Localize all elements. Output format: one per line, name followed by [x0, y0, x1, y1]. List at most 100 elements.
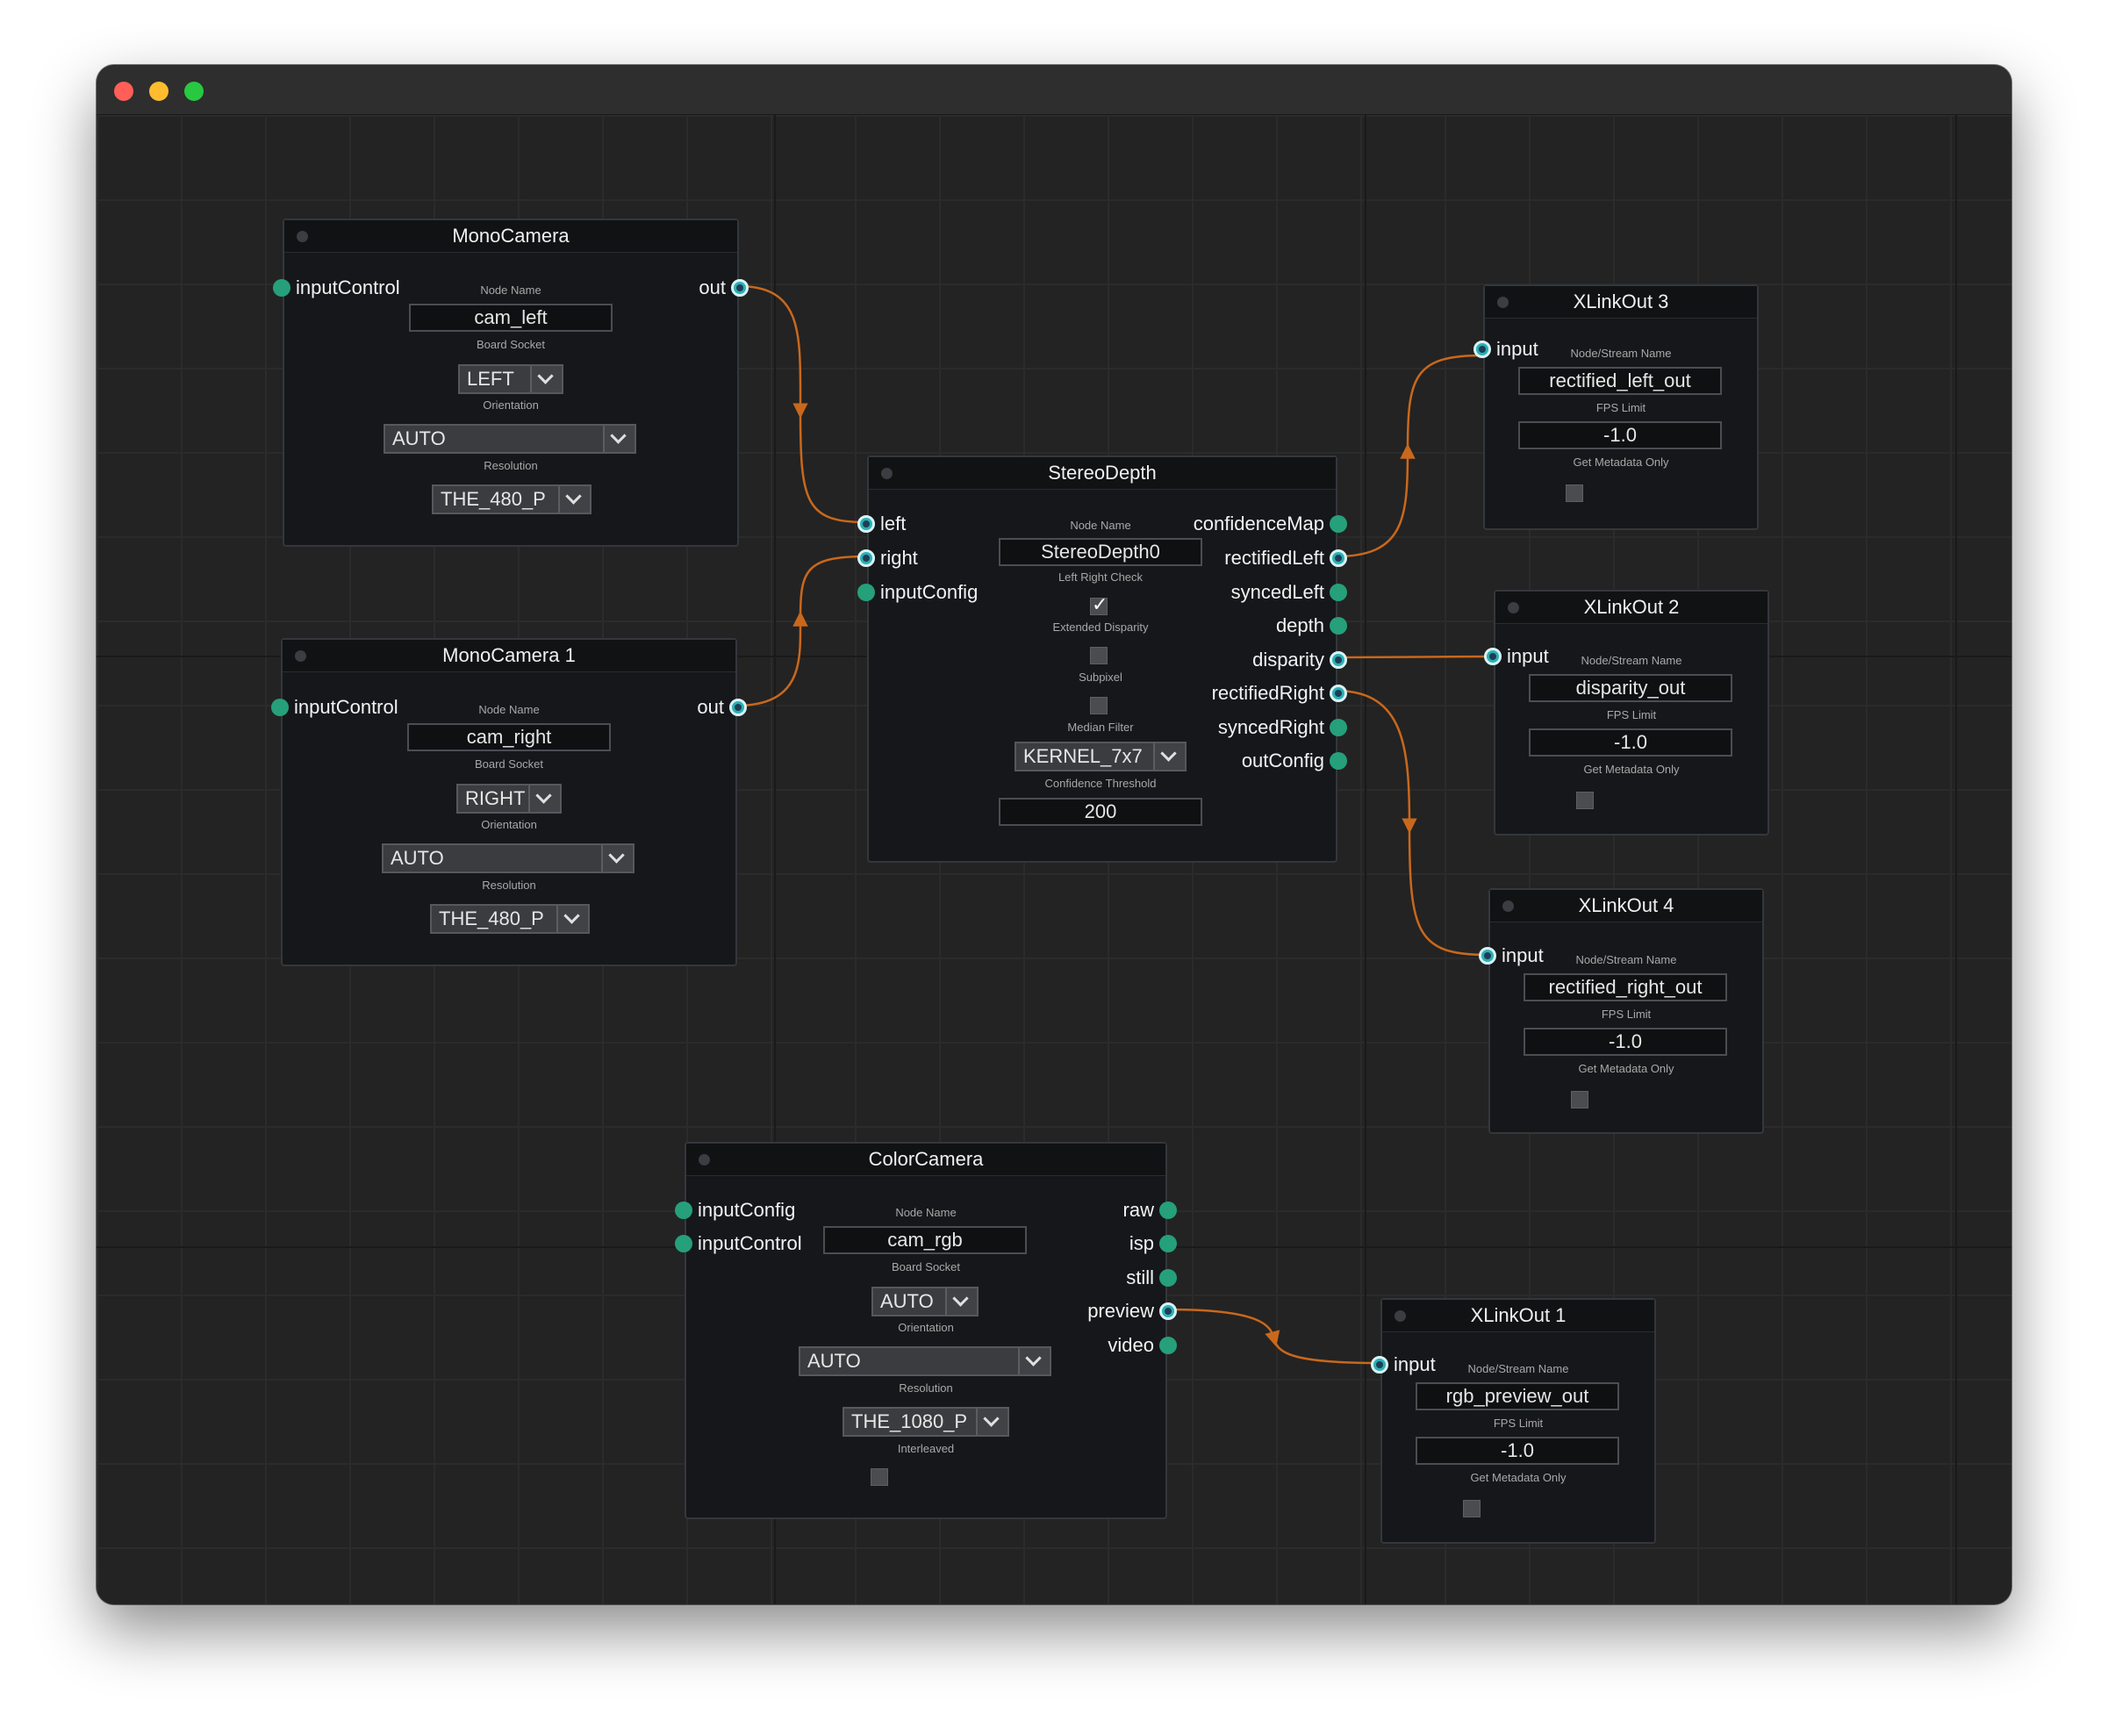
pin-circle[interactable]	[1484, 648, 1502, 665]
pin-synced-right[interactable]: syncedRight	[1218, 714, 1347, 741]
chevron-down-icon[interactable]	[558, 486, 590, 513]
pin-right[interactable]: right	[857, 545, 918, 571]
node-name-field[interactable]: cam_left	[409, 304, 613, 332]
subpixel-checkbox[interactable]	[1090, 697, 1108, 714]
pin-input[interactable]: input	[1371, 1352, 1436, 1378]
link-monocamera1-out-to-stereo-right[interactable]	[735, 555, 866, 707]
link-monocamera-out-to-stereo-left[interactable]	[737, 284, 866, 524]
get-metadata-only-checkbox[interactable]	[1463, 1500, 1481, 1517]
chevron-down-icon[interactable]	[528, 786, 560, 812]
pin-circle[interactable]	[857, 549, 875, 567]
pin-circle[interactable]	[1479, 947, 1496, 965]
pin-circle[interactable]	[1159, 1337, 1177, 1354]
node-name-field[interactable]: cam_right	[407, 723, 611, 751]
stream-name-field[interactable]: disparity_out	[1529, 674, 1732, 702]
pin-raw[interactable]: raw	[1123, 1197, 1177, 1223]
node-colorcamera[interactable]: ColorCamera inputConfig inputControl raw…	[675, 1142, 1177, 1519]
pin-circle[interactable]	[271, 699, 289, 716]
pin-circle[interactable]	[857, 515, 875, 533]
link-rectifiedright-to-xlinkout4[interactable]	[1335, 689, 1488, 957]
chevron-down-icon[interactable]	[603, 426, 635, 452]
orientation-select[interactable]: AUTO	[799, 1346, 1051, 1376]
node-monocamera-left[interactable]: MonoCamera inputControl out Node Name ca…	[273, 219, 749, 547]
pin-input[interactable]: input	[1479, 943, 1544, 969]
pin-circle[interactable]	[1159, 1235, 1177, 1252]
pin-circle[interactable]	[675, 1235, 692, 1252]
node-xlinkout-4[interactable]: XLinkOut 4 input Node/Stream Name rectif…	[1479, 888, 1764, 1134]
node-xlinkout-1[interactable]: XLinkOut 1 input Node/Stream Name rgb_pr…	[1371, 1298, 1656, 1544]
orientation-select[interactable]: AUTO	[384, 424, 636, 454]
pin-preview[interactable]: preview	[1087, 1298, 1177, 1324]
pin-confidence-map[interactable]: confidenceMap	[1194, 511, 1347, 537]
pin-circle[interactable]	[1330, 685, 1347, 702]
node-header[interactable]: XLinkOut 1	[1382, 1300, 1654, 1332]
node-monocamera-right[interactable]: MonoCamera 1 inputControl out Node Name …	[271, 638, 747, 966]
pin-input-config[interactable]: inputConfig	[675, 1197, 795, 1223]
pin-circle[interactable]	[1330, 617, 1347, 635]
pin-circle[interactable]	[731, 279, 749, 297]
chevron-down-icon[interactable]	[1018, 1348, 1050, 1374]
pin-video[interactable]: video	[1108, 1332, 1177, 1359]
pin-input[interactable]: input	[1473, 336, 1538, 362]
node-xlinkout-2[interactable]: XLinkOut 2 input Node/Stream Name dispar…	[1484, 590, 1769, 836]
resolution-select[interactable]: THE_480_P	[430, 904, 590, 934]
chevron-down-icon[interactable]	[601, 845, 633, 872]
pin-circle[interactable]	[273, 279, 290, 297]
node-stereodepth[interactable]: StereoDepth left right inputConfig confi…	[857, 456, 1347, 863]
node-header[interactable]: StereoDepth	[869, 457, 1336, 490]
pin-input-config[interactable]: inputConfig	[857, 579, 978, 606]
pin-out-config[interactable]: outConfig	[1242, 748, 1347, 774]
node-header[interactable]: MonoCamera	[284, 220, 737, 253]
pin-circle[interactable]	[729, 699, 747, 716]
node-name-field[interactable]: StereoDepth0	[999, 538, 1202, 566]
chevron-down-icon[interactable]	[1153, 743, 1185, 770]
node-header[interactable]: XLinkOut 4	[1490, 890, 1762, 922]
chevron-down-icon[interactable]	[530, 366, 562, 392]
pin-input[interactable]: input	[1484, 643, 1549, 670]
stream-name-field[interactable]: rgb_preview_out	[1416, 1382, 1619, 1410]
pin-disparity[interactable]: disparity	[1252, 647, 1347, 673]
confidence-threshold-field[interactable]: 200	[999, 798, 1202, 826]
fps-limit-field[interactable]: -1.0	[1416, 1437, 1619, 1465]
node-header[interactable]: XLinkOut 2	[1495, 592, 1767, 624]
board-socket-select[interactable]: LEFT	[458, 364, 563, 394]
pin-circle[interactable]	[1330, 549, 1347, 567]
link-preview-to-xlinkout1[interactable]	[1166, 1308, 1380, 1365]
chevron-down-icon[interactable]	[976, 1409, 1007, 1435]
minimize-window-button[interactable]	[149, 82, 168, 101]
pin-circle[interactable]	[857, 584, 875, 601]
pin-circle[interactable]	[1330, 651, 1347, 669]
pin-circle[interactable]	[675, 1202, 692, 1219]
pin-input-control[interactable]: inputControl	[271, 694, 398, 721]
fps-limit-field[interactable]: -1.0	[1518, 421, 1722, 449]
close-window-button[interactable]	[114, 82, 133, 101]
node-graph-canvas[interactable]: MonoCamera inputControl out Node Name ca…	[97, 115, 2011, 1604]
get-metadata-only-checkbox[interactable]	[1576, 792, 1594, 809]
stream-name-field[interactable]: rectified_left_out	[1518, 367, 1722, 395]
pin-input-control[interactable]: inputControl	[273, 275, 400, 301]
pin-rectified-right[interactable]: rectifiedRight	[1212, 680, 1347, 707]
median-filter-select[interactable]: KERNEL_7x7	[1015, 742, 1187, 771]
pin-circle[interactable]	[1371, 1356, 1388, 1374]
pin-out[interactable]: out	[697, 694, 747, 721]
board-socket-select[interactable]: RIGHT	[456, 784, 562, 814]
pin-circle[interactable]	[1159, 1202, 1177, 1219]
resolution-select[interactable]: THE_480_P	[432, 484, 592, 514]
left-right-check-checkbox[interactable]	[1090, 594, 1108, 616]
pin-circle[interactable]	[1330, 719, 1347, 736]
pin-circle[interactable]	[1473, 341, 1491, 358]
node-xlinkout-3[interactable]: XLinkOut 3 input Node/Stream Name rectif…	[1473, 284, 1759, 530]
pin-depth[interactable]: depth	[1276, 613, 1347, 639]
fps-limit-field[interactable]: -1.0	[1524, 1028, 1727, 1056]
node-name-field[interactable]: cam_rgb	[823, 1226, 1027, 1254]
fps-limit-field[interactable]: -1.0	[1529, 728, 1732, 757]
orientation-select[interactable]: AUTO	[382, 843, 635, 873]
pin-input-control[interactable]: inputControl	[675, 1230, 802, 1257]
pin-synced-left[interactable]: syncedLeft	[1231, 579, 1347, 606]
pin-out[interactable]: out	[699, 275, 749, 301]
node-header[interactable]: XLinkOut 3	[1485, 286, 1757, 319]
pin-circle[interactable]	[1330, 752, 1347, 770]
resolution-select[interactable]: THE_1080_P	[842, 1407, 1009, 1437]
get-metadata-only-checkbox[interactable]	[1571, 1091, 1588, 1108]
pin-circle[interactable]	[1330, 584, 1347, 601]
